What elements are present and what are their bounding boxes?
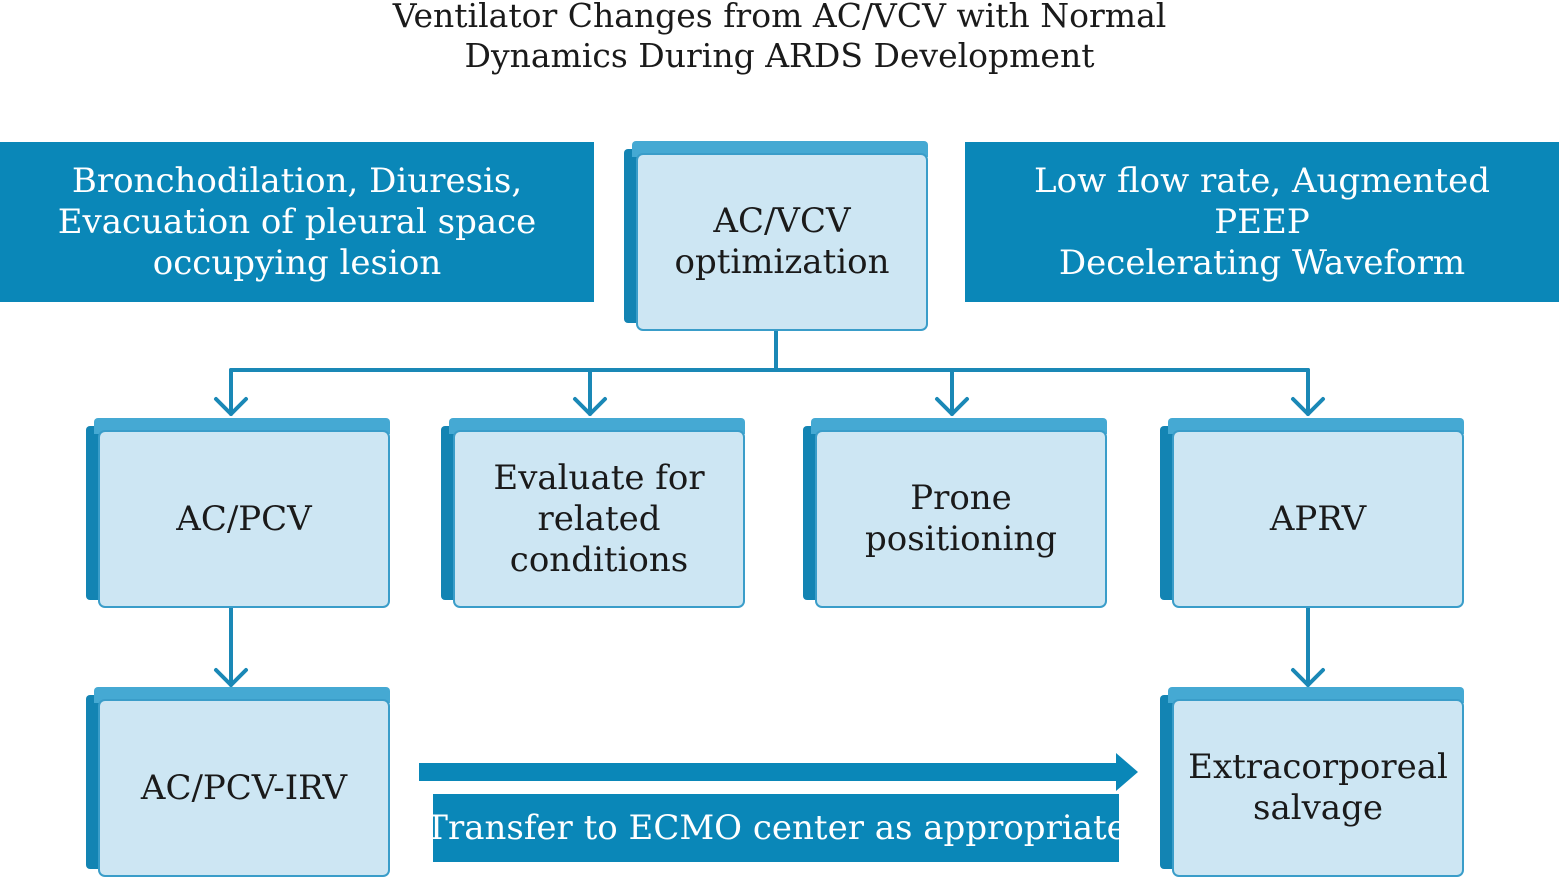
node-extracorporeal-salvage: Extracorporeal salvage [1160,687,1464,877]
note-right: Low flow rate, Augmented PEEP Decelerati… [965,142,1559,302]
node-ac-pcv: AC/PCV [86,418,390,608]
note-left: Bronchodilation, Diuresis, Evacuation of… [0,142,594,302]
node-label: optimization [674,242,890,282]
arrowhead-ecmo [1291,668,1325,687]
transfer-arrow-head [1116,753,1138,791]
node-ac-vcv-optimization: AC/VCV optimization [624,141,928,331]
node-label: conditions [509,539,689,580]
arrowhead-aprv [1291,397,1325,416]
note-right-line: Low flow rate, Augmented [1034,160,1490,201]
node-label: Prone [910,478,1012,518]
box-face: AC/PCV [98,430,390,608]
arrowhead-acpcv-irv [214,668,248,687]
node-label: AC/PCV [176,498,312,539]
node-label: related [537,498,661,539]
arrowhead-prone [935,397,969,416]
arrowhead-acpcv [214,397,248,416]
node-label: APRV [1269,498,1367,539]
box-face: Evaluate for related conditions [453,430,745,608]
transfer-arrow-shaft [419,763,1119,781]
title-line-1: Ventilator Changes from AC/VCV with Norm… [392,0,1167,35]
node-prone-positioning: Prone positioning [803,418,1107,608]
node-label: AC/PCV-IRV [140,767,348,808]
box-face: AC/VCV optimization [636,153,928,331]
arrowhead-evaluate [573,397,607,416]
node-aprv: APRV [1160,418,1464,608]
box-face: AC/PCV-IRV [98,699,390,877]
node-label: Evaluate for [493,457,705,498]
note-left-line: Evacuation of pleural space [57,201,537,242]
box-face: Prone positioning [815,430,1107,608]
node-evaluate-related-conditions: Evaluate for related conditions [441,418,745,608]
note-right-line: Decelerating Waveform [1058,242,1466,283]
note-right-line: PEEP [1214,201,1310,242]
node-label: salvage [1253,788,1383,828]
node-label: AC/VCV [713,201,851,241]
diagram-title: Ventilator Changes from AC/VCV with Norm… [0,0,1559,76]
note-left-line: Bronchodilation, Diuresis, [71,160,523,201]
note-left-line: occupying lesion [152,242,442,283]
transfer-ecmo-label: Transfer to ECMO center as appropriate [425,794,1127,862]
box-face: APRV [1172,430,1464,608]
node-ac-pcv-irv: AC/PCV-IRV [86,687,390,877]
node-label: Extracorporeal [1188,747,1448,787]
node-label: positioning [865,519,1057,559]
title-line-2: Dynamics During ARDS Development [464,36,1095,75]
box-face: Extracorporeal salvage [1172,699,1464,877]
